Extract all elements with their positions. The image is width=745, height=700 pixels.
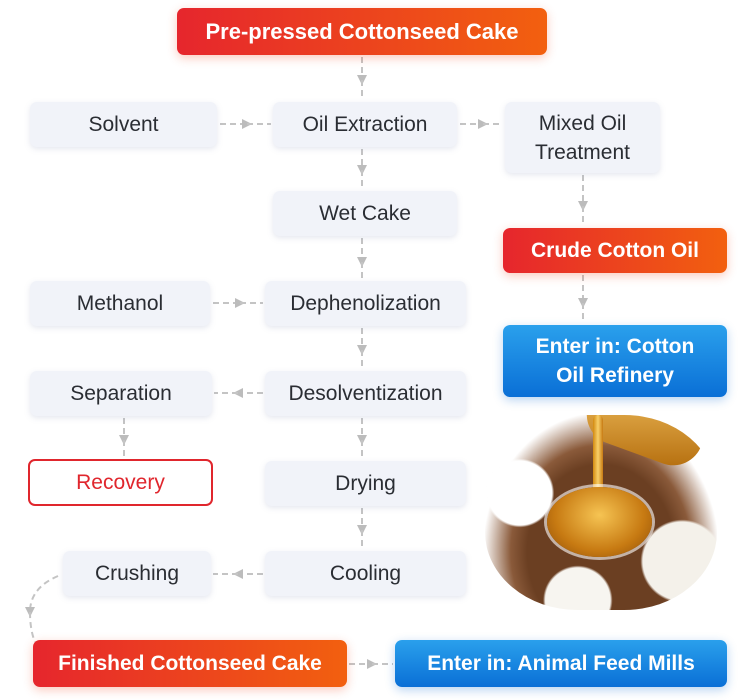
node-finished-cottonseed-cake: Finished Cottonseed Cake (33, 640, 347, 687)
node-mixed-oil-treatment: Mixed Oil Treatment (505, 102, 660, 173)
node-oil-extraction: Oil Extraction (273, 102, 457, 147)
oil-stream-image (593, 415, 603, 510)
node-pre-pressed-cottonseed-cake: Pre-pressed Cottonseed Cake (177, 8, 547, 55)
node-desolventization: Desolventization (265, 371, 466, 416)
node-cotton-oil-refinery: Enter in: Cotton Oil Refinery (503, 325, 727, 397)
oil-bowl-image (547, 487, 652, 557)
node-separation: Separation (30, 371, 212, 416)
node-dephenolization: Dephenolization (265, 281, 466, 326)
arrow-crushing-to-finished (25, 575, 59, 617)
node-crushing: Crushing (63, 551, 211, 596)
node-wet-cake: Wet Cake (273, 191, 457, 236)
node-animal-feed-mills: Enter in: Animal Feed Mills (395, 640, 727, 687)
cottonseed-oil-photo (485, 415, 717, 610)
node-recovery: Recovery (28, 459, 213, 506)
node-cooling: Cooling (265, 551, 466, 596)
node-crude-cotton-oil: Crude Cotton Oil (503, 228, 727, 273)
node-methanol: Methanol (30, 281, 210, 326)
node-solvent: Solvent (30, 102, 217, 147)
node-drying: Drying (265, 461, 466, 506)
